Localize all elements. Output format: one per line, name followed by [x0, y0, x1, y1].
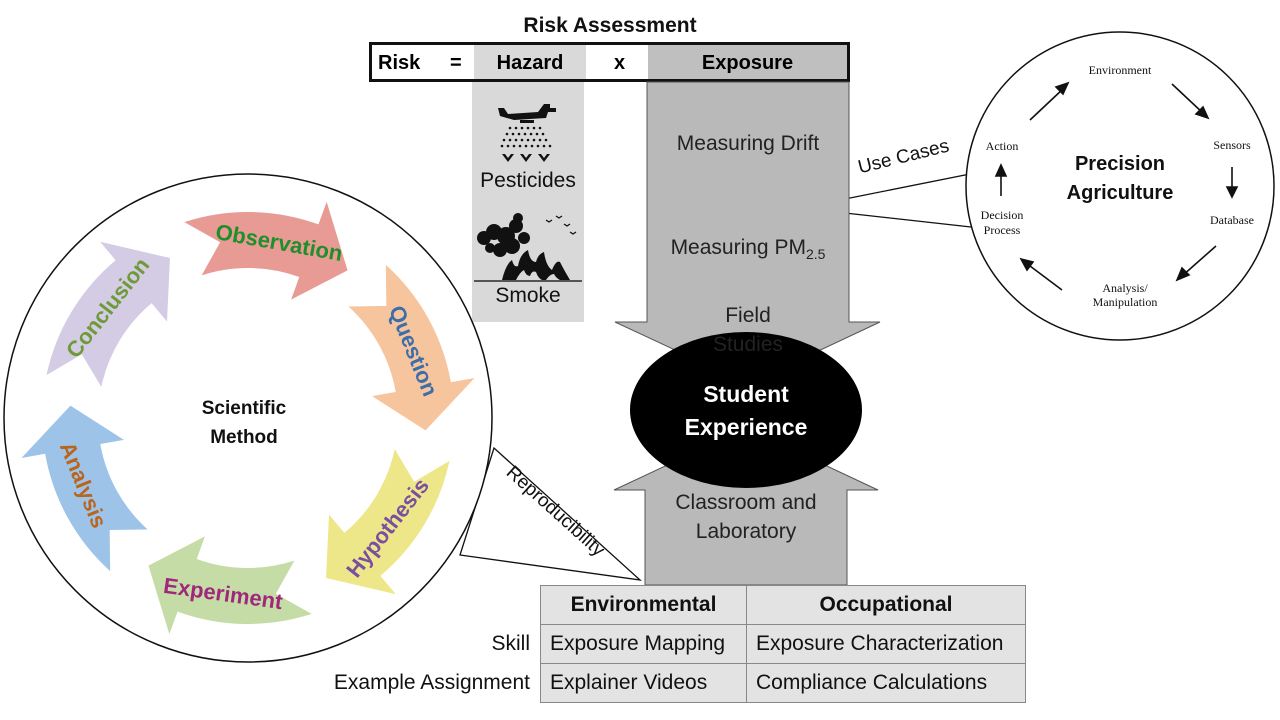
exposure-cell-bg	[648, 45, 847, 79]
pa-decision: Decision Process	[970, 208, 1034, 238]
precision-ag-title-line2: Agriculture	[1066, 182, 1174, 204]
pm-subscript: 2.5	[805, 246, 826, 263]
pa-decision-line2: Process	[983, 223, 1021, 237]
cycle-arrow-analysis	[21, 405, 148, 572]
risk-assessment-title: Risk Assessment	[523, 14, 697, 37]
pa-sensors: Sensors	[1213, 138, 1251, 152]
precision-ag-title: Precision Agriculture	[1052, 150, 1188, 208]
hazard-term: Hazard	[496, 52, 564, 74]
pa-analysis-line1: Analysis/	[1102, 281, 1148, 295]
table-row-label-skill: Skill	[491, 632, 530, 655]
field-studies-label: Field Studies	[647, 301, 849, 359]
cycle-arrow-observation	[184, 201, 348, 300]
table-cell-compliance-calculations: Compliance Calculations	[746, 663, 1026, 703]
measuring-drift-label: Measuring Drift	[676, 132, 820, 155]
pa-action: Action	[985, 139, 1019, 153]
times-sign: x	[614, 52, 626, 74]
cycle-arrow-question	[348, 264, 475, 431]
risk-term: Risk	[378, 52, 421, 74]
crop-duster-icon	[498, 104, 556, 162]
table-cell-explainer-videos: Explainer Videos	[540, 663, 747, 703]
pa-database: Database	[1210, 213, 1254, 227]
student-experience-line2: Experience	[684, 414, 808, 440]
classroom-laboratory-label: Classroom and Laboratory	[645, 488, 847, 546]
exposure-term: Exposure	[701, 52, 794, 74]
table-header-environmental: Environmental	[540, 585, 747, 625]
precision-ag-title-line1: Precision	[1074, 153, 1166, 175]
equals-sign: =	[450, 52, 462, 74]
pa-decision-line1: Decision	[980, 208, 1024, 222]
classroom-line2: Laboratory	[695, 520, 797, 543]
student-experience-ellipse	[630, 332, 862, 488]
table-row-label-example-assignment: Example Assignment	[333, 671, 530, 694]
table-cell-exposure-characterization: Exposure Characterization	[746, 624, 1026, 664]
risk-equation-box: Risk = Hazard x Exposure	[369, 42, 850, 82]
smoke-label: Smoke	[495, 284, 561, 307]
smoke-fire-icon	[474, 213, 582, 282]
scientific-method-label: Scientific Method	[178, 394, 310, 452]
cycle-arrow-hypothesis	[326, 449, 450, 595]
student-experience-label: Student Experience	[646, 378, 846, 444]
field-studies-line2: Studies	[712, 333, 784, 356]
classroom-line1: Classroom and	[675, 491, 817, 514]
scientific-method-line2: Method	[210, 427, 278, 448]
scientific-method-cycle-arrows	[21, 201, 475, 635]
cycle-arrow-conclusion	[46, 241, 170, 387]
hazard-cell-bg	[474, 45, 586, 79]
table-header-occupational: Occupational	[746, 585, 1026, 625]
pesticides-label: Pesticides	[480, 169, 576, 192]
student-experience-line1: Student	[703, 381, 789, 407]
measuring-pm-label: Measuring PM2.5	[647, 236, 849, 262]
pa-analysis-line2: Manipulation	[1092, 295, 1158, 309]
cycle-arrow-experiment	[148, 536, 312, 635]
scientific-method-line1: Scientific	[201, 398, 287, 419]
pa-analysis: Analysis/ Manipulation	[1080, 281, 1170, 309]
pa-environment: Environment	[1088, 63, 1152, 77]
measuring-pm-text: Measuring PM	[670, 236, 806, 259]
field-studies-line1: Field	[725, 304, 771, 327]
table-cell-exposure-mapping: Exposure Mapping	[540, 624, 747, 664]
